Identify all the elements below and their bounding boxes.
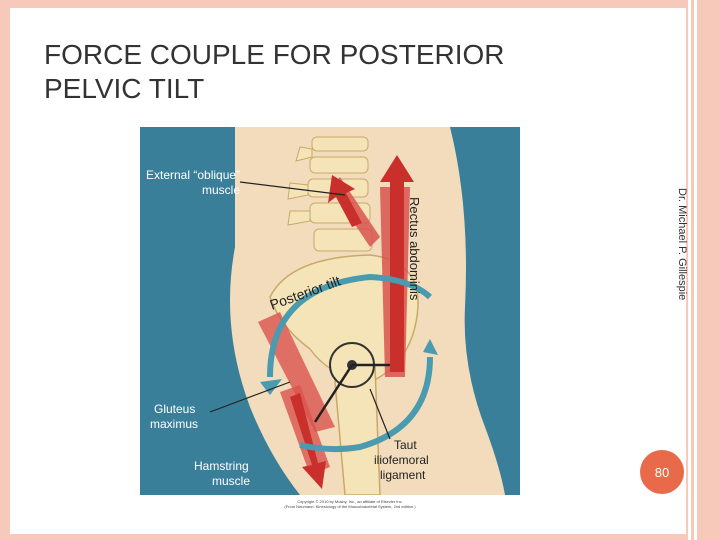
label-taut: Taut — [394, 438, 417, 452]
rectus-force-arrow — [380, 155, 414, 372]
moment-arm-posterior — [313, 364, 354, 423]
label-hamstring-2: muscle — [212, 474, 250, 488]
label-gluteus: Gluteus — [154, 402, 195, 416]
spine — [287, 136, 373, 252]
rotation-arrowhead-right — [423, 339, 438, 355]
anatomy-illustration: External “oblique” muscle Rectus abdomin… — [140, 127, 520, 495]
right-border-stripe-inner — [694, 0, 697, 540]
hamstring-force-arrow — [290, 393, 326, 489]
label-iliofemoral: iliofemoral — [374, 453, 429, 467]
label-external-oblique: External “oblique” — [146, 168, 240, 182]
force-arrows — [290, 155, 414, 489]
page-number-badge: 80 — [640, 450, 684, 494]
pelvis-bone — [269, 254, 419, 383]
label-hamstring: Hamstring — [194, 459, 249, 473]
copyright-line-1: Copyright © 2010 by Mosby, Inc., an affi… — [297, 499, 403, 504]
rotation-arrow-lower — [299, 356, 433, 453]
rotation-arrowhead-left — [260, 379, 282, 395]
figure-copyright: Copyright © 2010 by Mosby, Inc., an affi… — [200, 499, 500, 509]
copyright-line-2: (From Neumann: Kinesiology of the Muscul… — [284, 504, 416, 509]
label-external-oblique-2: muscle — [202, 183, 240, 197]
posterior-tilt-rotation-arrow — [267, 273, 433, 378]
label-gluteus-2: maximus — [150, 417, 198, 431]
oblique-force-arrow — [328, 175, 362, 227]
label-ligament: ligament — [380, 468, 426, 482]
leader-lines — [209, 181, 391, 440]
slide-title-line-1: FORCE COUPLE FOR POSTERIOR — [44, 39, 505, 70]
anatomy-figure: External “oblique” muscle Rectus abdomin… — [140, 127, 520, 495]
slide-title: FORCE COUPLE FOR POSTERIOR PELVIC TILT — [44, 38, 604, 106]
label-rectus-abdominis: Rectus abdominis — [407, 197, 422, 301]
author-vertical-text: Dr. Michael P. Gillespie — [676, 188, 688, 301]
slide-title-line-2: PELVIC TILT — [44, 73, 205, 104]
right-border-stripe — [688, 0, 691, 540]
